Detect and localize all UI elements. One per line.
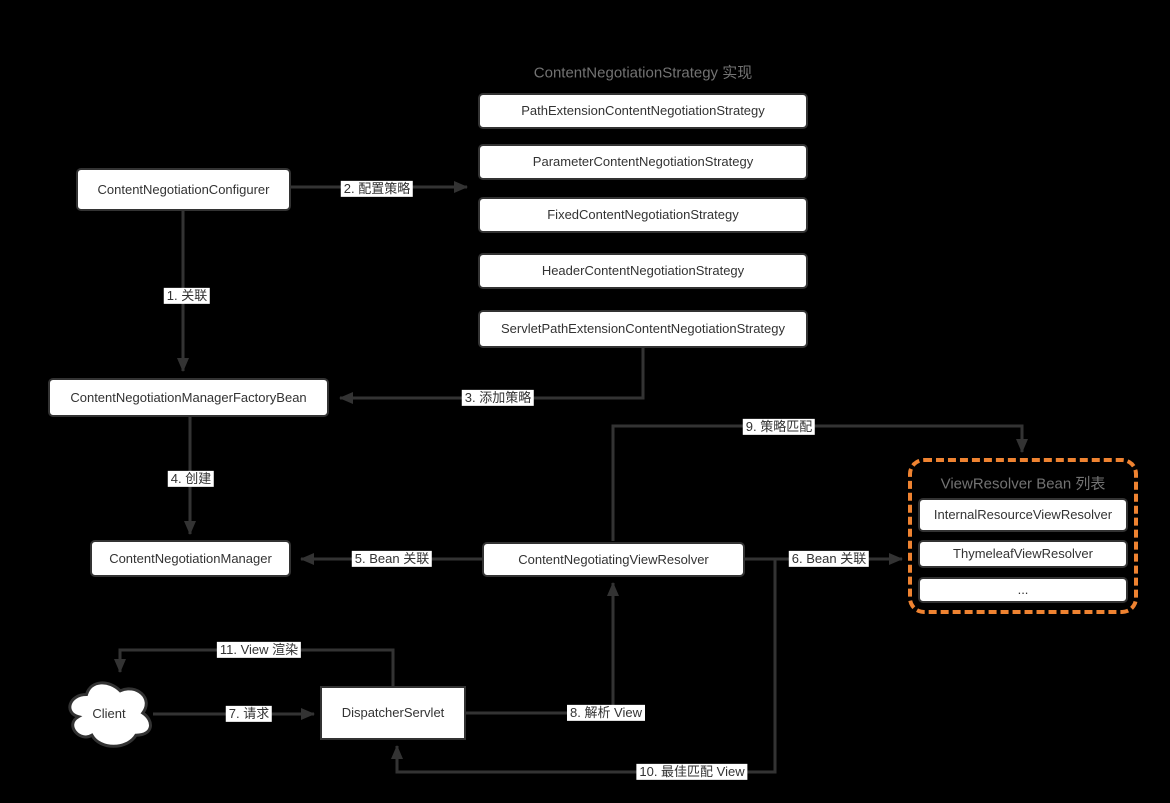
edge-8-resolve-view bbox=[466, 582, 619, 715]
node-thymeleaf-view-resolver: ThymeleafViewResolver bbox=[918, 540, 1128, 568]
node-path-extension-strategy: PathExtensionContentNegotiationStrategy bbox=[478, 93, 808, 129]
edge-label-6: 6. Bean 关联 bbox=[788, 550, 870, 568]
strategy-impl-group-title: ContentNegotiationStrategy 实现 bbox=[533, 64, 753, 82]
edge-label-5: 5. Bean 关联 bbox=[351, 550, 433, 568]
edge-label-11: 11. View 渲染 bbox=[216, 641, 302, 659]
edge-label-9: 9. 策略匹配 bbox=[742, 418, 816, 436]
node-servlet-path-extension-strategy: ServletPathExtensionContentNegotiationSt… bbox=[478, 310, 808, 348]
edge-label-7: 7. 请求 bbox=[225, 705, 273, 723]
node-header-strategy: HeaderContentNegotiationStrategy bbox=[478, 253, 808, 289]
edge-label-10: 10. 最佳匹配 View bbox=[636, 763, 748, 781]
edge-label-8: 8. 解析 View bbox=[566, 704, 646, 722]
node-parameter-strategy: ParameterContentNegotiationStrategy bbox=[478, 144, 808, 180]
edge-label-2: 2. 配置策略 bbox=[340, 180, 414, 198]
node-internal-resource-view-resolver: InternalResourceViewResolver bbox=[918, 498, 1128, 532]
node-client-label: Client bbox=[92, 705, 126, 721]
edge-label-4: 4. 创建 bbox=[167, 470, 215, 488]
node-fixed-strategy: FixedContentNegotiationStrategy bbox=[478, 197, 808, 233]
edge-label-3: 3. 添加策略 bbox=[461, 389, 535, 407]
node-manager-factory-bean: ContentNegotiationManagerFactoryBean bbox=[48, 378, 329, 417]
viewresolver-bean-list-title: ViewResolver Bean 列表 bbox=[940, 475, 1106, 493]
node-dispatcher-servlet: DispatcherServlet bbox=[320, 686, 466, 740]
node-content-negotiating-view-resolver: ContentNegotiatingViewResolver bbox=[482, 542, 745, 577]
node-content-negotiation-configurer: ContentNegotiationConfigurer bbox=[76, 168, 291, 211]
edge-3-add-strategy bbox=[339, 348, 645, 404]
edge-9-strategy-match bbox=[611, 424, 1028, 541]
node-content-negotiation-manager: ContentNegotiationManager bbox=[90, 540, 291, 577]
node-client-cloud: Client bbox=[64, 676, 154, 750]
node-more-view-resolvers: ... bbox=[918, 577, 1128, 603]
cloud-shape-icon bbox=[64, 676, 154, 750]
edge-label-1: 1. 关联 bbox=[163, 287, 211, 305]
edge-10-best-match-view bbox=[391, 559, 777, 774]
